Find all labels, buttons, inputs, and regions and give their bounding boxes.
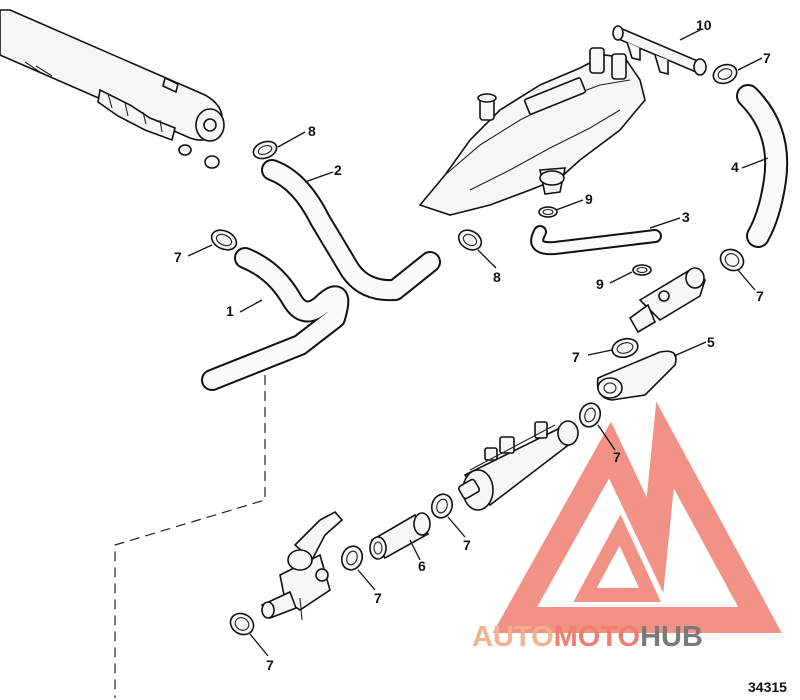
callout-7-valve: 7 bbox=[374, 590, 382, 606]
callout-numbers: 10 7 8 2 4 9 3 7 8 9 7 1 5 7 7 7 6 7 7 bbox=[174, 17, 771, 673]
callout-7-left: 7 bbox=[174, 249, 182, 265]
callout-2: 2 bbox=[334, 162, 342, 178]
watermark-text: AUTOMOTOHUB bbox=[472, 621, 703, 653]
clamp-7-sleeve bbox=[430, 493, 454, 519]
thermostat-housing bbox=[628, 267, 706, 334]
hose-clamps bbox=[210, 63, 745, 636]
figure-id: 34315 bbox=[748, 679, 787, 695]
clamp-7-left bbox=[210, 229, 238, 251]
callout-7-right: 7 bbox=[756, 288, 764, 304]
clamp-7-mid bbox=[611, 337, 639, 359]
callout-6: 6 bbox=[418, 558, 426, 574]
pipe-10 bbox=[612, 25, 707, 76]
callout-5: 5 bbox=[707, 334, 715, 350]
clamp-7-valve bbox=[340, 545, 364, 571]
callout-7-topright: 7 bbox=[763, 50, 771, 66]
elbow-5 bbox=[596, 350, 677, 401]
water-valve bbox=[260, 510, 344, 621]
hose-4 bbox=[736, 84, 789, 248]
clamp-9-upper bbox=[538, 206, 558, 218]
callout-1: 1 bbox=[226, 303, 234, 319]
callout-7-bottom: 7 bbox=[266, 657, 274, 673]
clamp-8-upper bbox=[252, 140, 278, 160]
callout-4: 4 bbox=[731, 159, 739, 175]
clamp-7-cooler bbox=[578, 402, 602, 428]
hose-1 bbox=[201, 247, 350, 391]
clamp-7-topright bbox=[712, 63, 738, 85]
callout-8-mid: 8 bbox=[493, 269, 501, 285]
callout-8-upper: 8 bbox=[308, 123, 316, 139]
clamp-9-lower bbox=[632, 264, 652, 276]
dashed-leader-line bbox=[114, 375, 266, 698]
hose-3 bbox=[530, 225, 662, 256]
clamp-7-right bbox=[719, 248, 745, 272]
callout-9-lower: 9 bbox=[596, 276, 604, 292]
sleeve-6 bbox=[369, 512, 431, 560]
cooler-module bbox=[458, 420, 579, 511]
callout-7-cooler: 7 bbox=[613, 449, 621, 465]
hose-2 bbox=[261, 159, 441, 302]
watermark-part-moto: MOTO bbox=[554, 621, 640, 653]
callout-7-sleeve: 7 bbox=[463, 537, 471, 553]
exhaust-manifold bbox=[418, 47, 646, 216]
callout-10: 10 bbox=[696, 17, 712, 33]
callout-9-upper: 9 bbox=[585, 191, 593, 207]
clamp-8-mid bbox=[457, 229, 483, 251]
callout-7-mid: 7 bbox=[572, 349, 580, 365]
callout-leaders bbox=[187, 29, 769, 657]
automotohub-watermark-logo bbox=[492, 401, 782, 633]
callout-3: 3 bbox=[682, 209, 690, 225]
watermark-part-auto: AUTO bbox=[472, 621, 554, 653]
clamp-7-bottom bbox=[229, 612, 255, 636]
heat-exchanger bbox=[0, 9, 225, 169]
watermark-part-hub: HUB bbox=[640, 621, 703, 653]
